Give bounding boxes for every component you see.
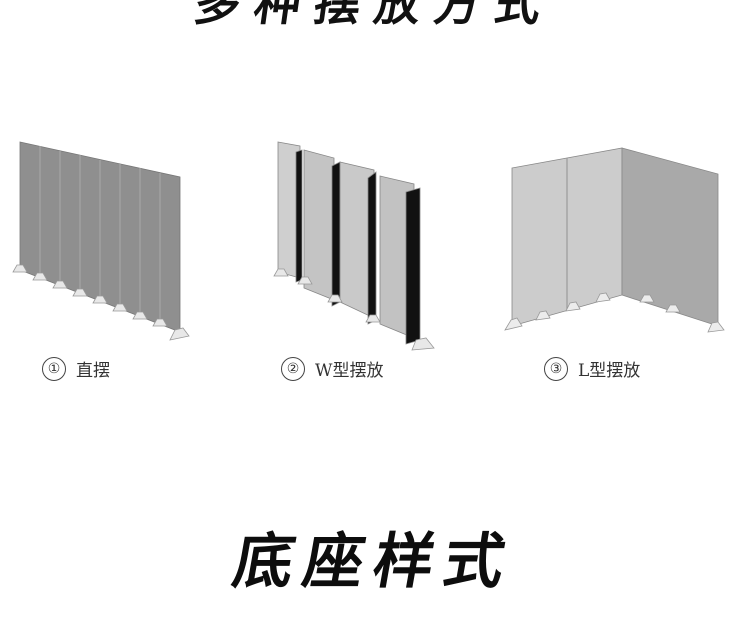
option-number: ② xyxy=(281,356,305,381)
top-title: 多种摆放方式 xyxy=(190,0,559,31)
option-caption-l: ③ L型摆放 xyxy=(544,356,640,381)
straight-layout-image xyxy=(5,130,235,360)
w-layout-image xyxy=(262,130,492,360)
option-number: ③ xyxy=(544,356,568,381)
option-label: L型摆放 xyxy=(578,361,641,381)
option-label: 直摆 xyxy=(76,361,110,381)
option-number: ① xyxy=(42,356,66,381)
option-caption-straight: ① 直摆 xyxy=(42,356,110,381)
section-title: 底座样式 xyxy=(227,527,521,597)
option-label: W型摆放 xyxy=(315,361,384,381)
option-caption-w: ② W型摆放 xyxy=(281,356,383,381)
l-layout-image xyxy=(500,130,730,360)
